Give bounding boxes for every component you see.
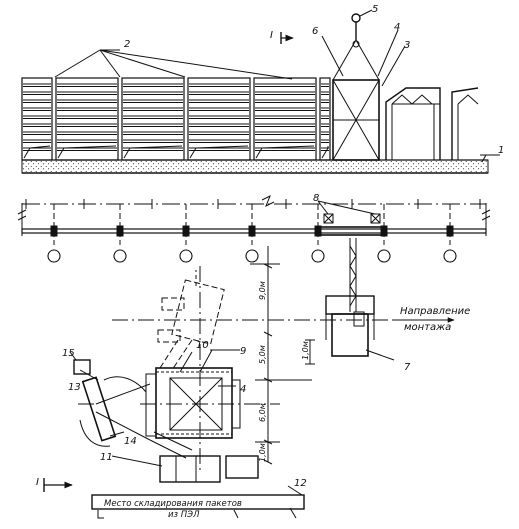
wall-panels bbox=[21, 77, 331, 161]
grid-column bbox=[179, 204, 193, 263]
wall-panel bbox=[319, 77, 331, 161]
callout-4: 4 bbox=[394, 22, 400, 33]
callout-7: 7 bbox=[404, 362, 411, 373]
direction-label-line2: монтажа bbox=[404, 322, 451, 333]
callout-9: 9 bbox=[240, 346, 246, 357]
wall-panel bbox=[121, 77, 185, 161]
callout-2: 2 bbox=[124, 39, 130, 50]
column-grid bbox=[17, 194, 491, 263]
foundation-strip bbox=[21, 159, 489, 174]
dimension-labels: 9,0м 5,0м 1,0м 6,0м 1,0м bbox=[258, 281, 310, 462]
grid-column bbox=[47, 204, 61, 263]
anchor-square-left bbox=[323, 213, 334, 224]
storage-area bbox=[91, 494, 305, 510]
wall-panel bbox=[187, 77, 251, 161]
storage-label-line2: из ПЭЛ bbox=[168, 510, 200, 520]
callout-14: 14 bbox=[124, 436, 137, 447]
dim-5m: 5,0м bbox=[258, 345, 267, 364]
grid-column bbox=[113, 204, 127, 263]
anchor-square-right bbox=[370, 213, 381, 224]
crane-hook-icon bbox=[351, 13, 361, 23]
callout-1: 1 bbox=[498, 145, 504, 156]
dim-6m: 6,0м bbox=[258, 403, 267, 422]
grid-column bbox=[377, 204, 391, 263]
callout-11: 11 bbox=[100, 452, 113, 463]
direction-label-line1: Направление bbox=[400, 306, 470, 317]
grid-column bbox=[443, 204, 457, 263]
dim-9m: 9,0м bbox=[258, 281, 267, 300]
callout-6: 6 bbox=[312, 26, 318, 37]
dim-1m-bottom: 1,0м bbox=[258, 443, 267, 462]
wall-panel bbox=[253, 77, 317, 161]
callout-15: 15 bbox=[62, 348, 75, 359]
wall-panel bbox=[21, 77, 53, 161]
dim-1m-crane: 1,0м bbox=[301, 341, 310, 360]
callout-5: 5 bbox=[372, 4, 378, 15]
storage-label-line1: Место складирования пакетов bbox=[104, 499, 242, 509]
callout-13: 13 bbox=[68, 382, 81, 393]
grid-column bbox=[311, 204, 325, 263]
grid-column bbox=[245, 204, 259, 263]
frame-in-rigging bbox=[332, 13, 380, 161]
wall-panel bbox=[55, 77, 119, 161]
callout-8: 8 bbox=[313, 193, 319, 204]
section-mark-bottom: I bbox=[36, 477, 39, 488]
box-15 bbox=[73, 359, 91, 375]
section-mark-top: I bbox=[270, 30, 273, 41]
callout-3: 3 bbox=[404, 40, 410, 51]
elevation-view bbox=[21, 9, 500, 174]
callout-10: 10 bbox=[196, 340, 209, 351]
callout-labels: 2 6 5 4 3 1 I 8 7 9 10 4 15 13 14 11 12 … bbox=[36, 4, 504, 489]
work-zone-plan bbox=[43, 238, 455, 519]
callout-4-plan: 4 bbox=[240, 384, 246, 395]
callout-12: 12 bbox=[294, 478, 307, 489]
truss-frames bbox=[385, 87, 479, 160]
